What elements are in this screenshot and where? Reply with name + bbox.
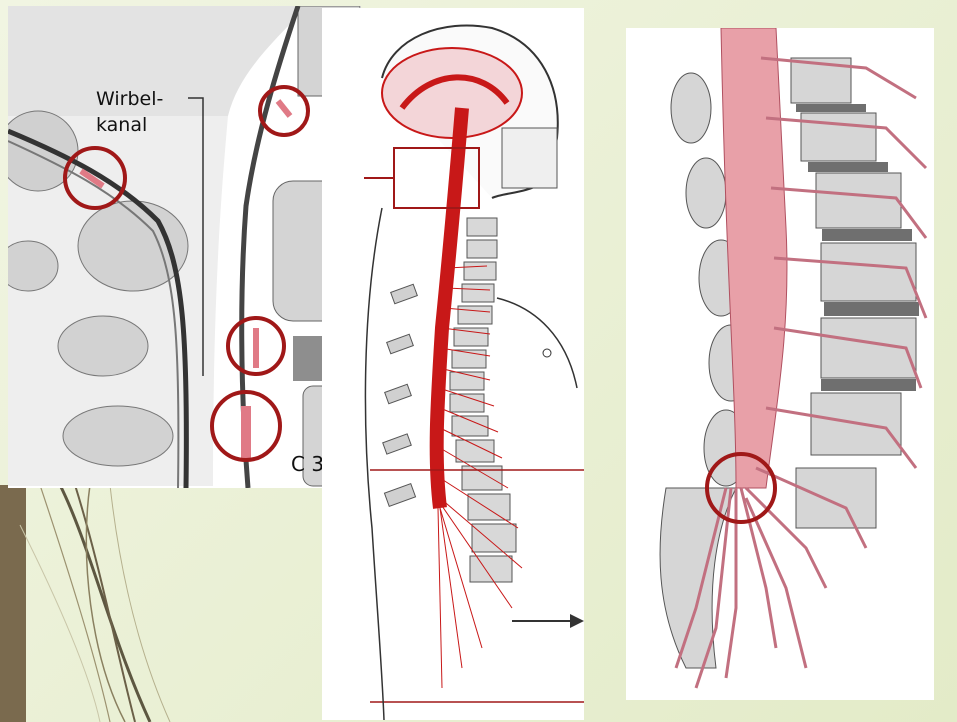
right-arrow-icon [512, 614, 584, 628]
spinal-canal-label: Wirbel- kanal [96, 86, 163, 138]
decorative-streaks [0, 485, 330, 722]
cervical-canal-illustration: Wirbel- kanal C 3 [8, 6, 361, 488]
vertebra-c3-label: C 3 [291, 452, 324, 476]
sagittal-spine-illustration [322, 8, 584, 720]
cauda-equina-illustration [626, 28, 934, 700]
